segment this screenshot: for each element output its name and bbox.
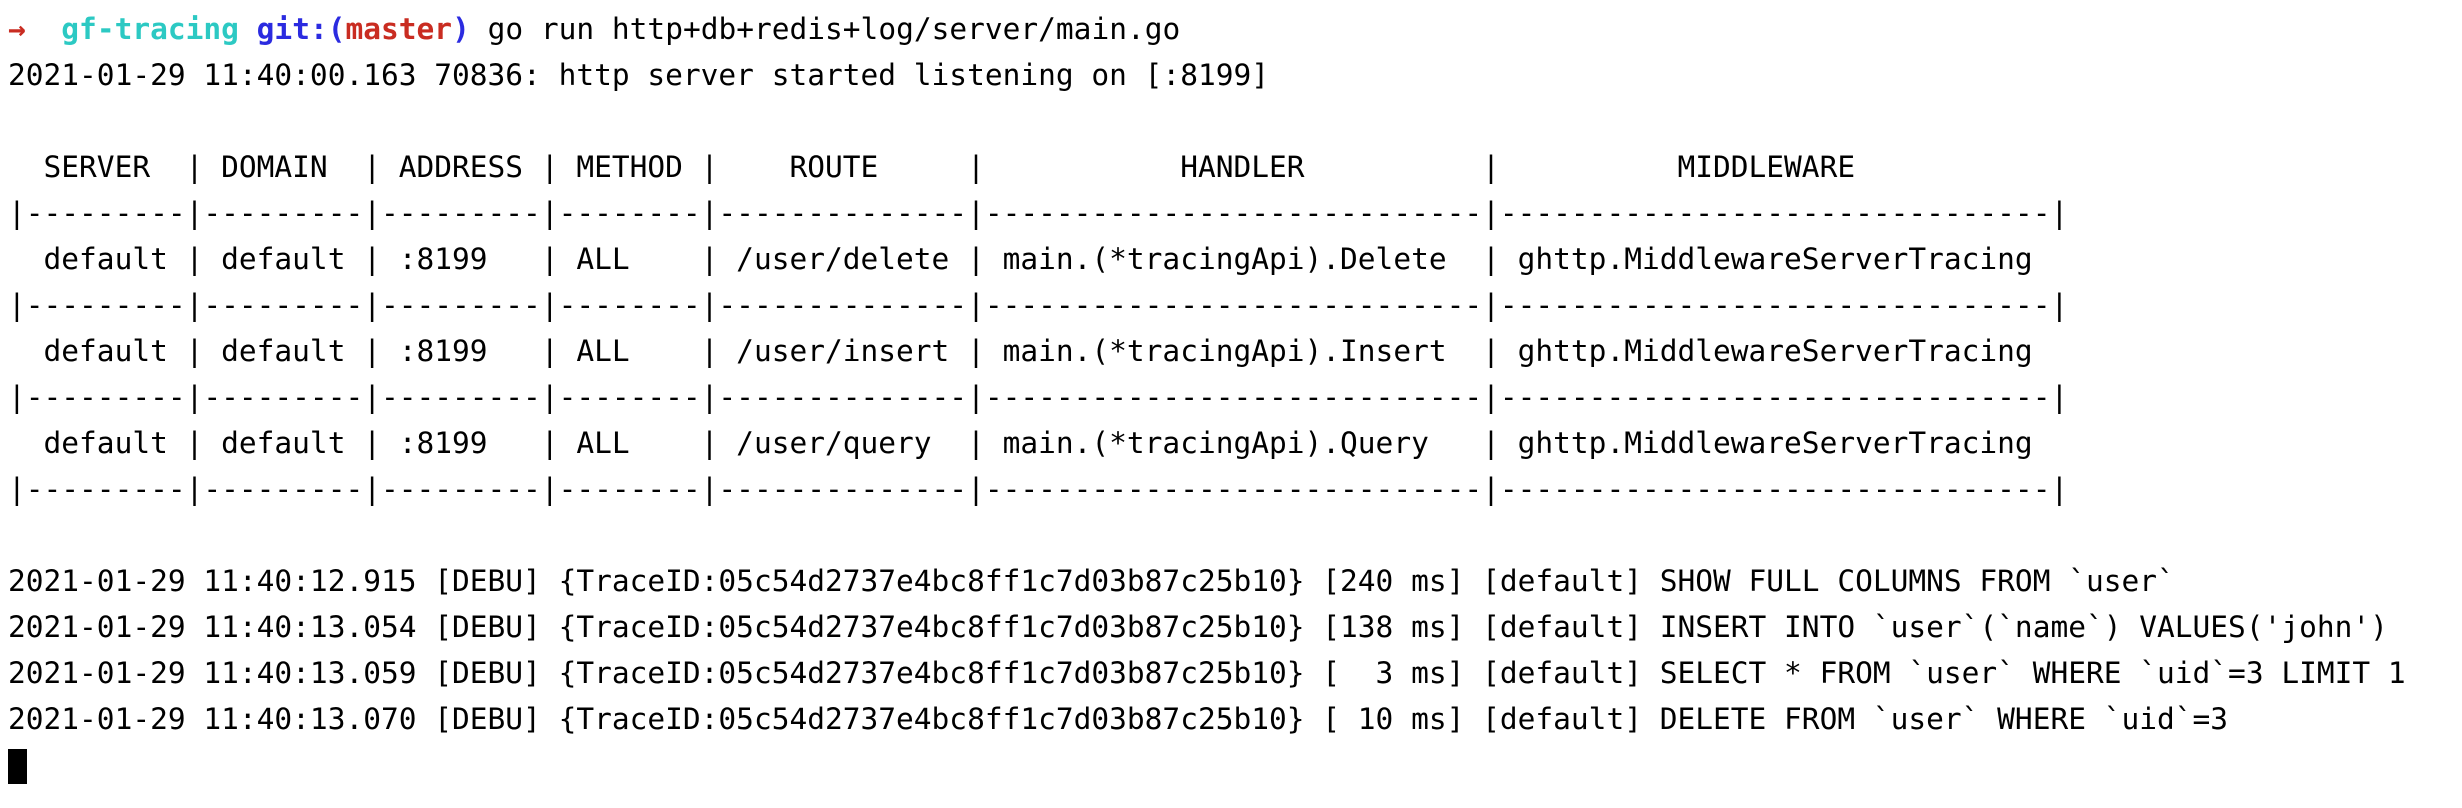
route-table-row-line: default | default | :8199 | ALL | /user/… xyxy=(8,426,2033,460)
sql-log-line: 2021-01-29 11:40:13.059 [DEBU] {TraceID:… xyxy=(8,656,2406,690)
route-table-row-line: default | default | :8199 | ALL | /user/… xyxy=(8,334,2033,368)
route-table-divider-line: |---------|---------|---------|--------|… xyxy=(8,380,2069,414)
route-table-header-line: SERVER | DOMAIN | ADDRESS | METHOD | ROU… xyxy=(8,150,1856,184)
prompt-line: → gf-tracing git:(master) go run http+db… xyxy=(8,6,2462,52)
blank-line xyxy=(8,512,2462,558)
git-branch: master xyxy=(345,12,453,46)
sql-log-line: 2021-01-29 11:40:12.915 [DEBU] {TraceID:… xyxy=(8,564,2175,598)
terminal-cursor xyxy=(8,749,27,784)
prompt-directory: gf-tracing xyxy=(61,12,257,46)
git-suffix: ) xyxy=(452,12,470,46)
prompt-arrow: → xyxy=(8,12,62,46)
blank-line xyxy=(8,98,2462,144)
route-table-divider-line: |---------|---------|---------|--------|… xyxy=(8,288,2069,322)
cursor-line xyxy=(8,742,2462,788)
sql-log-line: 2021-01-29 11:40:13.070 [DEBU] {TraceID:… xyxy=(8,702,2229,736)
server-startup-line: 2021-01-29 11:40:00.163 70836: http serv… xyxy=(8,58,1269,92)
git-prefix: git:( xyxy=(256,12,346,46)
route-table-row-line: default | default | :8199 | ALL | /user/… xyxy=(8,242,2033,276)
shell-command: go run http+db+redis+log/server/main.go xyxy=(469,12,1181,46)
route-table-divider-line: |---------|---------|---------|--------|… xyxy=(8,196,2069,230)
route-table-divider-line: |---------|---------|---------|--------|… xyxy=(8,472,2069,506)
sql-log-line: 2021-01-29 11:40:13.054 [DEBU] {TraceID:… xyxy=(8,610,2388,644)
